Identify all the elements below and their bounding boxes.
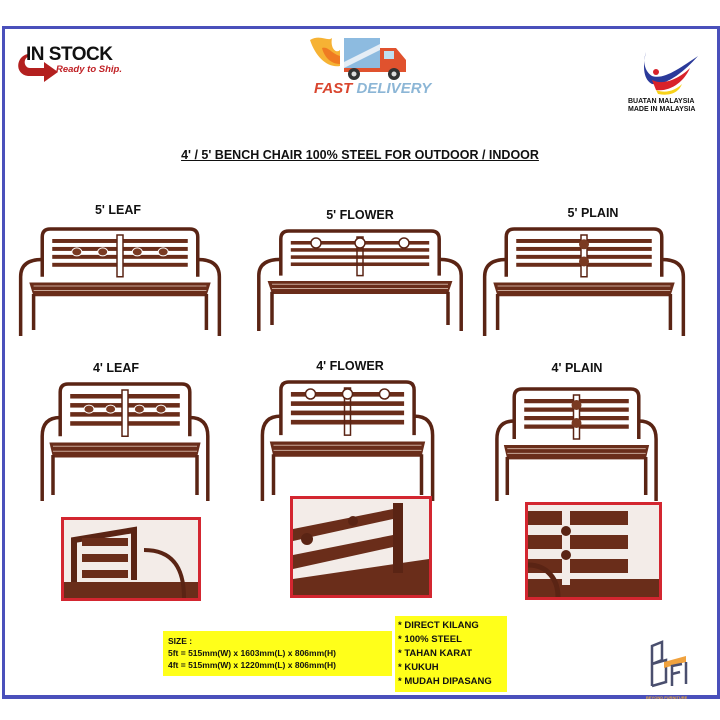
feature-item: * DIRECT KILANG: [398, 620, 479, 631]
feature-item: * TAHAN KARAT: [398, 648, 473, 659]
bench-detail-image: [528, 505, 659, 597]
size-heading: SIZE :: [168, 636, 193, 646]
size-box: SIZE : 5ft = 515mm(W) x 1603mm(L) x 806m…: [163, 631, 392, 676]
delivery-truck-icon: [310, 37, 406, 80]
bench-leaf-image: [40, 382, 210, 501]
feature-item: * 100% STEEL: [398, 634, 462, 645]
feature-item: * KUKUH: [398, 662, 439, 673]
feature-item: * MUDAH DIPASANG: [398, 676, 492, 687]
bench-flower-image: [260, 380, 435, 501]
size-line-5ft: 5ft = 515mm(W) x 1603mm(L) x 806mm(H): [168, 648, 336, 658]
detail-photo-leaf: [61, 517, 201, 601]
fast-delivery-badge: FAST DELIVERY: [306, 32, 431, 112]
detail-photo-flower: [290, 496, 432, 598]
size-line-4ft: 4ft = 515mm(W) x 1220mm(L) x 806mm(H): [168, 660, 336, 670]
delivery-text: DELIVERY: [356, 80, 432, 97]
bench-label: 5' FLOWER: [326, 208, 394, 222]
fast-text: FAST: [314, 80, 353, 97]
buatan-malaysia-text: BUATAN MALAYSIA: [628, 98, 695, 105]
bench-label: 5' LEAF: [94, 203, 142, 217]
bench-flower-image: [257, 229, 463, 331]
bench-label: 5' PLAIN: [567, 206, 619, 220]
made-in-malaysia-text: MADE IN MALAYSIA: [628, 106, 696, 113]
in-stock-text: IN STOCK: [26, 44, 113, 65]
features-box: * DIRECT KILANG * 100% STEEL * TAHAN KAR…: [395, 616, 507, 692]
bench-plain-image: [482, 227, 686, 336]
bench-label: 4' PLAIN: [551, 361, 603, 375]
image-frame: [2, 26, 720, 699]
brand-text: BEYOND FURNITURE: [646, 695, 688, 700]
page-title: 4' / 5' BENCH CHAIR 100% STEEL FOR OUTDO…: [181, 148, 539, 162]
bench-plain-image: [495, 387, 658, 501]
arrow-icon: [18, 54, 58, 82]
malaysia-logo-icon: [644, 52, 698, 95]
detail-photo-plain: [525, 502, 662, 600]
bench-leaf-image: [18, 227, 222, 336]
bench-detail-image: [64, 526, 198, 598]
bench-detail-image: [293, 503, 429, 595]
bench-label: 4' FLOWER: [316, 359, 384, 373]
bench-label: 4' LEAF: [92, 361, 140, 375]
ready-to-ship-text: Ready to Ship.: [56, 64, 122, 75]
brand-logo: BEYOND FURNITURE: [642, 640, 694, 700]
beyond-furniture-logo-icon: [650, 640, 688, 688]
